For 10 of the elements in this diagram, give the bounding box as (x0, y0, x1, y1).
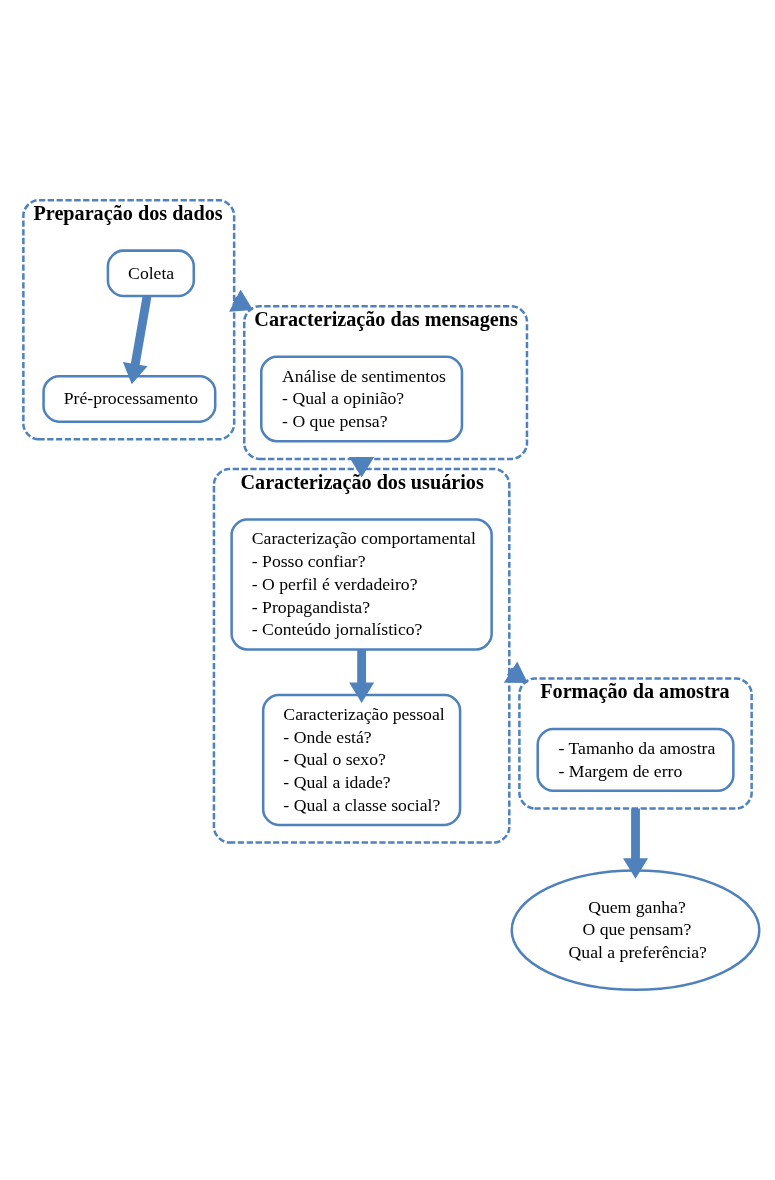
node-box: - Tamanho da amostra - Margem de erro (536, 727, 735, 793)
node-box: Caracterização comportamental - Posso confiar? - O perfil é verdadeiro? - Propagandista? - Conteúdo jornalístico? (230, 518, 493, 651)
node-ellipse: Quem ganha? O que pensam? Qual a preferência? (510, 869, 761, 992)
arrow (623, 808, 649, 879)
arrow (349, 649, 375, 703)
node-box: Análise de sentimentos - Qual a opinião? - O que pensa? (260, 355, 464, 443)
node-box: Pré-processamento (42, 374, 217, 423)
node-box: Coleta (106, 249, 195, 298)
node-box: Caracterização pessoal - Onde está? - Qual o sexo? - Qual a idade? - Qual a classe social? (261, 693, 462, 827)
arrow (122, 295, 152, 385)
